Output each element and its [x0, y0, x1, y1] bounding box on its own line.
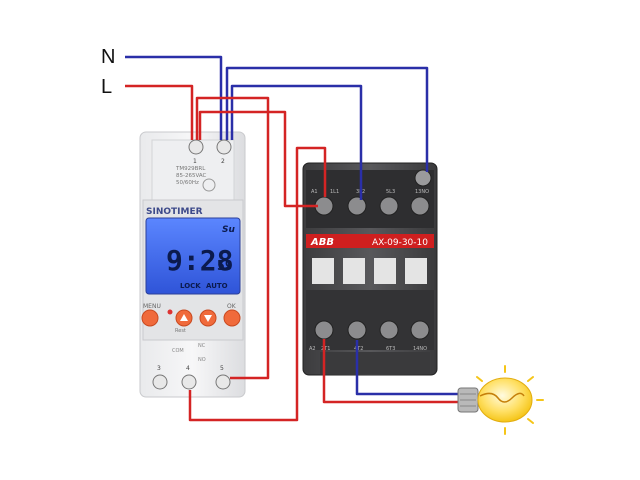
terminal-l3-screw[interactable]	[410, 196, 430, 216]
ok-button-label: OK	[227, 303, 237, 310]
contactor: 1L1 3L2 5L3 13NO A1 ABB AX-09-30-10 A2 2…	[302, 162, 438, 376]
bulb-rays	[476, 365, 544, 435]
contactor-top-label-4: 13NO	[415, 189, 429, 195]
din-rail-timer: TM929BRL 85-265VAC 50/60Hz 1 2 SINOTIMER…	[139, 131, 246, 398]
contact-window-1	[312, 258, 334, 284]
menu-button-label: MENU	[143, 303, 161, 310]
terminal-t2-screw[interactable]	[347, 320, 367, 340]
contactor-top-label-1: 1L1	[330, 189, 339, 195]
coil-a2-label: A2	[309, 346, 316, 352]
bulb-filament	[479, 392, 525, 403]
relay-nc-label: NC	[198, 343, 206, 349]
timer-no-to-coil-a1-wire	[188, 146, 327, 422]
terminal-3-label: 3	[157, 365, 161, 372]
light-bulb-icon	[457, 365, 544, 435]
terminal-4-label: 4	[186, 365, 190, 372]
timer-model-line: TM929BRL	[175, 166, 206, 172]
terminal-l1-screw[interactable]	[347, 196, 367, 216]
terminal-t3-screw[interactable]	[379, 320, 399, 340]
status-led	[167, 309, 173, 315]
relay-com-label: COM	[172, 348, 184, 354]
neutral-label: N	[101, 46, 115, 68]
relay-no-label: NO	[198, 357, 206, 363]
contactor-bottom-label-1: 2T1	[321, 346, 330, 352]
neutral-to-lamp-wire	[355, 340, 460, 396]
timer-brand: SINOTIMER	[146, 207, 203, 217]
up-arrow-icon	[180, 314, 188, 321]
terminal-2-label: 2	[221, 158, 225, 165]
contactor-brand: ABB	[310, 237, 334, 248]
timer-frequency-line: 50/60Hz	[176, 180, 199, 186]
reset-label: Rest	[175, 328, 186, 334]
terminal-4-screw[interactable]	[181, 374, 197, 390]
terminal-14-screw[interactable]	[410, 320, 430, 340]
contactor-top-label-3: 5L3	[386, 189, 395, 195]
ok-button[interactable]	[223, 309, 241, 327]
line-supply-wire	[125, 84, 194, 140]
lcd-seconds: 59	[217, 259, 233, 274]
contactor-label-strip	[306, 234, 434, 248]
contactor-bottom-label-3: 6T3	[386, 346, 395, 352]
terminal-5-label: 5	[220, 365, 224, 372]
contact-window-3	[374, 258, 396, 284]
menu-button[interactable]	[141, 309, 159, 327]
timer-voltage-line: 85-265VAC	[176, 173, 207, 179]
contactor-bottom-label-4: 14NO	[413, 346, 427, 352]
neutral-to-contactor-13-wire	[225, 66, 429, 172]
contactor-bottom-label-2: 4T2	[354, 346, 363, 352]
line-to-timer-com-wire	[195, 96, 270, 380]
terminal-1-label: 1	[193, 158, 197, 165]
terminal-5-screw[interactable]	[215, 374, 231, 390]
contactor-base	[320, 352, 430, 374]
lcd-day: Su	[222, 225, 235, 235]
terminal-13-screw[interactable]	[414, 169, 432, 187]
contactor-model: AX-09-30-10	[372, 238, 428, 248]
wires	[125, 55, 460, 422]
contactor-t1-to-lamp-wire	[322, 339, 460, 404]
terminal-3-screw[interactable]	[152, 374, 168, 390]
lcd-screen	[145, 217, 241, 295]
down-arrow-icon	[204, 315, 212, 322]
terminal-l2-screw[interactable]	[379, 196, 399, 216]
contact-window-4	[405, 258, 427, 284]
terminal-t1-screw[interactable]	[314, 320, 334, 340]
terminal-1-screw[interactable]	[188, 139, 204, 155]
line-label: L	[101, 76, 112, 98]
coil-a1-label: A1	[311, 189, 318, 195]
contact-window-2	[343, 258, 365, 284]
supply-symbol-icon	[202, 178, 216, 192]
lcd-lock-status: LOCK	[180, 282, 201, 290]
lcd-auto-status: AUTO	[206, 282, 228, 290]
terminal-2-screw[interactable]	[216, 139, 232, 155]
bulb-glass	[477, 377, 533, 423]
contactor-lower-block	[306, 290, 434, 350]
lcd-time: 9:28	[166, 244, 233, 277]
